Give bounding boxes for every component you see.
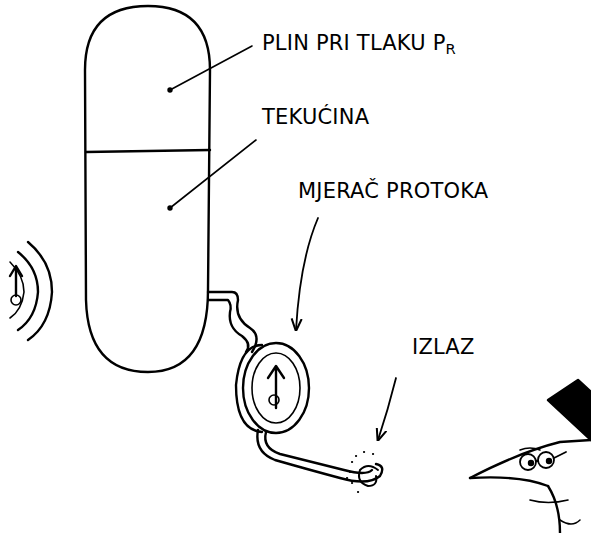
leader-line — [170, 46, 252, 90]
leader-arrow — [378, 378, 396, 440]
pipe — [208, 300, 248, 352]
meter-needle — [268, 366, 284, 408]
leader-dot — [169, 207, 172, 210]
cartoon-character — [470, 380, 591, 533]
leader-dot — [169, 89, 172, 92]
pipe — [208, 292, 257, 352]
flow-meter — [243, 343, 309, 433]
meter-pivot — [269, 395, 279, 405]
pipe — [257, 430, 382, 482]
meter-dial — [252, 353, 300, 423]
pipe — [265, 432, 372, 473]
leader-line — [170, 140, 256, 208]
leader-arrow — [296, 218, 318, 330]
outlet-drops — [347, 452, 373, 492]
gas-label: PLIN PRI TLAKU PR — [262, 32, 456, 57]
outlet — [359, 466, 378, 486]
meter-body — [236, 345, 262, 432]
outlet-label: IZLAZ — [412, 336, 475, 359]
left-gauge — [10, 242, 52, 340]
tank — [85, 6, 210, 372]
liquid-surface — [86, 150, 210, 152]
liquid-label: TEKUĆINA — [262, 106, 369, 129]
flow-meter-label: MJERAČ PROTOKA — [298, 180, 488, 203]
